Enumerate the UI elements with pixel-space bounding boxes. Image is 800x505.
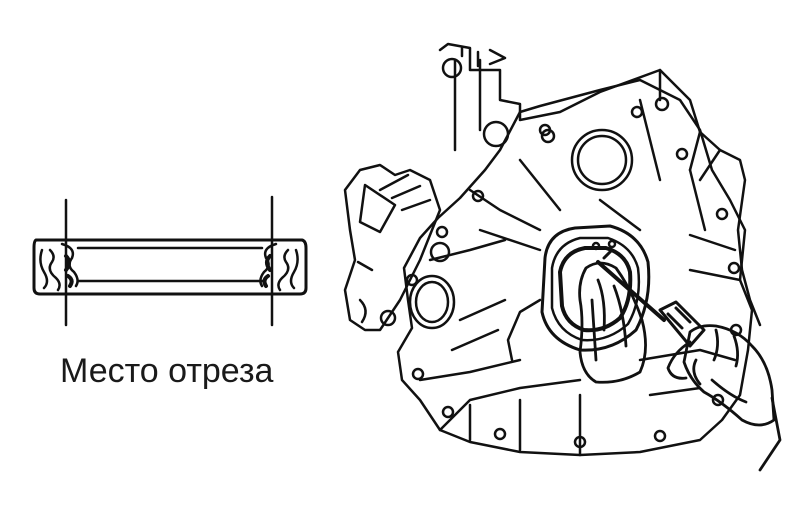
engine-housing [343, 42, 762, 457]
screwdriver-icon [596, 248, 706, 348]
bell-housing-plate [396, 78, 754, 457]
seal-cross-section [32, 195, 308, 327]
hand-icon [666, 324, 782, 472]
seal-outer-band [32, 238, 308, 296]
engine-block-upper [438, 42, 762, 327]
cut-location-caption: Место отреза [60, 352, 274, 390]
protective-rag [578, 261, 647, 384]
